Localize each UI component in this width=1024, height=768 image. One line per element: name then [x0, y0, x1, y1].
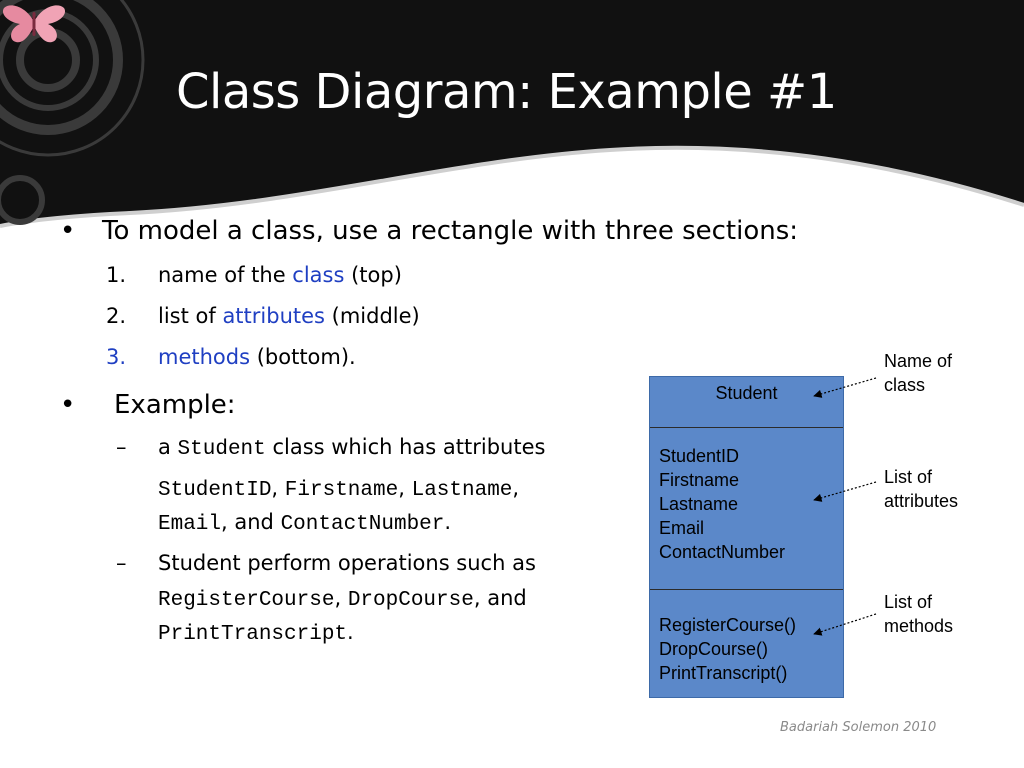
uml-divider: [650, 589, 843, 590]
example-student-line: a Student class which has attributes: [158, 435, 545, 461]
separator: ,: [398, 476, 405, 500]
uml-method: PrintTranscript(): [659, 663, 788, 683]
list-item-text: (top): [344, 263, 402, 287]
uml-attribute: Firstname: [659, 470, 740, 490]
footer-credit: Badariah Solemon 2010: [780, 720, 937, 735]
sub-text: a: [158, 435, 178, 459]
list-item-text: (bottom).: [250, 345, 356, 369]
uml-class-box: Student StudentID Firstname Lastname Ema…: [649, 376, 844, 698]
list-item-class: name of the class (top): [158, 263, 402, 287]
separator: .: [347, 620, 354, 644]
list-item-text: name of the: [158, 263, 293, 287]
arrow-name: [813, 377, 877, 398]
highlight-class: class: [292, 263, 345, 287]
uml-attribute: StudentID: [659, 446, 740, 466]
title-banner: Class Diagram: Example #1: [0, 0, 1024, 240]
note-line: class: [884, 375, 926, 395]
uml-attribute: ContactNumber: [659, 542, 786, 562]
bullet-example: Example:: [114, 390, 236, 420]
note-list-of-attributes: List of attributes: [884, 465, 958, 513]
sub-text: , and: [473, 586, 527, 610]
list-item-text: list of: [158, 304, 223, 328]
operations-line: Student perform operations such as: [158, 551, 536, 575]
bullet-marker: •: [60, 390, 76, 420]
uml-methods: RegisterCourse() DropCourse() PrintTrans…: [659, 613, 796, 685]
separator: ,: [334, 586, 342, 610]
highlight-methods: methods: [158, 345, 251, 369]
note-line: methods: [884, 616, 954, 636]
note-line: List of: [884, 592, 933, 612]
banner-background: [0, 0, 1024, 228]
dash-marker: –: [116, 551, 127, 575]
dash-marker: –: [116, 435, 127, 459]
code-operation: RegisterCourse: [158, 589, 335, 612]
bullet-model-class: To model a class, use a rectangle with t…: [102, 216, 799, 246]
code-operation: DropCourse: [347, 589, 474, 612]
list-number: 1.: [106, 263, 127, 287]
bullet-marker: •: [60, 216, 76, 246]
note-line: Name of: [884, 351, 953, 371]
butterfly-icon: [2, 5, 66, 43]
code-attribute: Firstname: [284, 479, 399, 502]
uml-divider: [650, 427, 843, 428]
uml-attribute: Lastname: [659, 494, 739, 514]
uml-attribute: Email: [659, 518, 705, 538]
arrow-methods: [813, 613, 877, 636]
uml-method: RegisterCourse(): [659, 615, 797, 635]
note-line: List of: [884, 467, 933, 487]
separator: ,: [271, 476, 279, 500]
separator: ,: [221, 510, 228, 534]
list-item-text: (middle): [324, 304, 420, 328]
list-item-methods: methods (bottom).: [158, 345, 356, 369]
list-number: 3.: [106, 345, 127, 369]
code-attribute: Lastname: [411, 479, 513, 502]
code-student: Student: [177, 438, 266, 461]
code-attribute: ContactNumber: [280, 513, 445, 536]
note-line: attributes: [884, 491, 959, 511]
note-name-of-class: Name of class: [884, 349, 952, 397]
decorative-rings: [0, 0, 145, 225]
list-number: 2.: [106, 304, 127, 328]
arrow-attributes: [813, 481, 877, 502]
code-attribute: StudentID: [158, 479, 272, 502]
slide-title: Class Diagram: Example #1: [176, 64, 837, 120]
operations-line-1: RegisterCourse, DropCourse, and: [158, 586, 527, 612]
attributes-line-1: StudentID, Firstname, Lastname,: [158, 476, 519, 502]
operations-line-2: PrintTranscript.: [158, 620, 354, 646]
sub-text: and: [227, 510, 281, 534]
attributes-line-2: Email, and ContactNumber.: [158, 510, 451, 536]
highlight-attributes: attributes: [222, 304, 325, 328]
separator: ,: [512, 476, 520, 500]
uml-attributes: StudentID Firstname Lastname Email Conta…: [659, 444, 785, 564]
note-list-of-methods: List of methods: [884, 590, 953, 638]
code-operation: PrintTranscript: [158, 623, 348, 646]
uml-method: DropCourse(): [659, 639, 769, 659]
sub-text: class which has attributes: [265, 435, 546, 459]
list-item-attributes: list of attributes (middle): [158, 304, 420, 328]
uml-class-name: Student: [715, 383, 778, 403]
separator: .: [444, 510, 452, 534]
code-attribute: Email: [158, 513, 222, 536]
